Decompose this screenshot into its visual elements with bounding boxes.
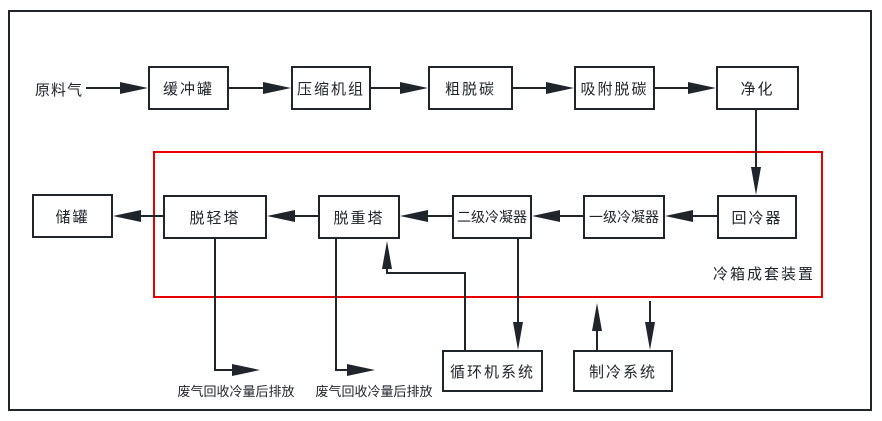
connector-line [141, 215, 163, 217]
arrowhead-right [347, 364, 375, 376]
cold-box-boundary [153, 151, 823, 298]
arrowhead-up [382, 241, 392, 269]
arrowhead-right [546, 82, 574, 94]
connector-line [214, 369, 234, 371]
connector-line [214, 239, 216, 371]
connector-line [560, 215, 583, 217]
connector-line [335, 239, 337, 371]
node-recooler: 回冷器 [717, 195, 797, 239]
arrowhead-left [400, 210, 428, 222]
node-storage-tank: 储罐 [32, 194, 113, 238]
connector-line [428, 215, 452, 217]
arrowhead-left [532, 210, 560, 222]
connector-line [693, 215, 717, 217]
arrowhead-right [400, 82, 428, 94]
connector-line [517, 239, 519, 322]
arrowhead-down [645, 322, 655, 350]
connector-line [513, 87, 548, 89]
arrowhead-right [263, 82, 291, 94]
node-refrigeration-system: 制冷系统 [573, 350, 673, 392]
node-circulation-machine-system: 循环机系统 [442, 350, 543, 392]
connector-line [86, 87, 122, 89]
arrowhead-left [267, 210, 295, 222]
feed-gas-label: 原料气 [34, 81, 83, 99]
connector-line [655, 87, 690, 89]
node-purification: 净化 [716, 66, 799, 110]
node-first-stage-condenser: 一级冷凝器 [583, 195, 665, 239]
arrowhead-down [513, 322, 523, 350]
arrowhead-right [120, 82, 148, 94]
connector-line [596, 329, 598, 350]
node-compressor-unit: 压缩机组 [291, 66, 371, 110]
arrowhead-left [665, 210, 693, 222]
waste-gas-note-left: 废气回收冷量后排放 [177, 385, 295, 400]
connector-line [335, 369, 349, 371]
connector-line [464, 272, 466, 350]
arrowhead-left [113, 210, 141, 222]
connector-line [386, 267, 388, 274]
connector-line [295, 215, 318, 217]
arrowhead-up [592, 303, 602, 331]
cold-box-label: 冷箱成套装置 [712, 265, 815, 283]
node-buffer-tank: 缓冲罐 [148, 66, 229, 110]
arrowhead-right [232, 364, 260, 376]
node-second-stage-condenser: 二级冷凝器 [452, 195, 532, 239]
drawing-border [8, 10, 872, 411]
arrowhead-right [688, 82, 716, 94]
connector-line [386, 272, 466, 274]
connector-line [229, 87, 265, 89]
waste-gas-note-right: 废气回收冷量后排放 [315, 385, 433, 400]
node-coarse-decarbonization: 粗脱碳 [428, 66, 513, 110]
connector-line [649, 301, 651, 323]
connector-line [755, 110, 757, 168]
connector-line [371, 87, 402, 89]
node-adsorption-decarbonization: 吸附脱碳 [574, 66, 655, 110]
node-light-ends-removal-tower: 脱轻塔 [163, 195, 267, 239]
arrowhead-down [751, 167, 761, 195]
node-heavy-ends-removal-tower: 脱重塔 [318, 195, 400, 239]
